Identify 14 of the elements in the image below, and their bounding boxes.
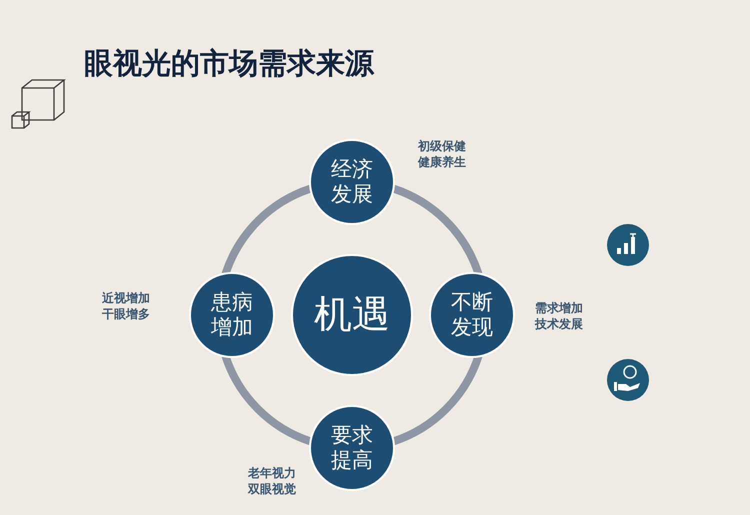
note-text: 近视增加干眼增多 — [101, 290, 150, 322]
circle-node: 机遇 — [291, 254, 413, 376]
circle-node: 要求提高 — [309, 405, 395, 491]
slide-title: 眼视光的市场需求来源 — [84, 45, 374, 82]
note-text: 老年视力双眼视觉 — [248, 465, 297, 497]
circle-node: 经济发展 — [309, 139, 395, 225]
ring-arc — [222, 354, 312, 446]
ring-arc — [392, 184, 482, 276]
note-text: 初级保健健康养生 — [418, 138, 467, 170]
note-text: 需求增加技术发展 — [535, 300, 584, 332]
circle-node: 患病增加 — [189, 272, 275, 358]
ring-arc — [392, 354, 482, 446]
circle-node: 不断发现 — [429, 272, 515, 358]
ring-arc — [222, 184, 312, 276]
